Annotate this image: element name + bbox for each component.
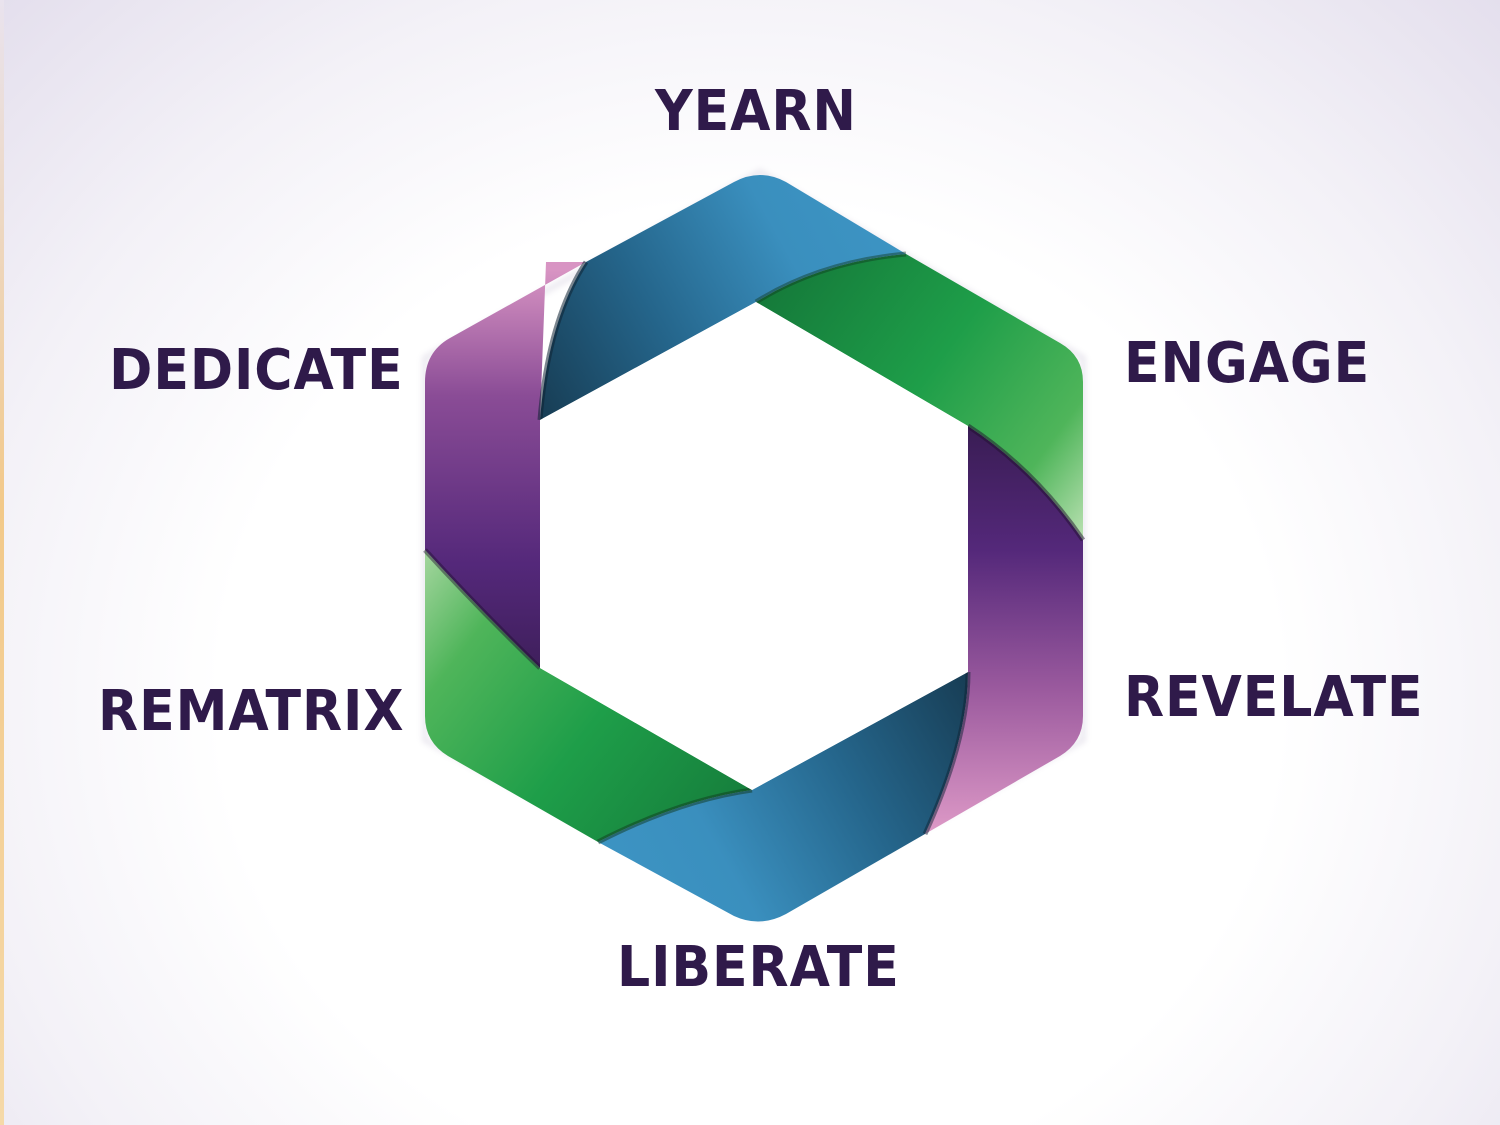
stage-label-lower-right: REVELATE: [1124, 665, 1424, 730]
hexagon-inner-space: [540, 302, 968, 790]
ribbon-segment-blue-bottom: [598, 672, 968, 922]
ribbon-segment-blue-top: [540, 175, 906, 420]
stage-label-upper-left: DEDICATE: [109, 338, 404, 403]
ribbon-segment-green-right: [756, 254, 1083, 540]
stage-label-top: YEARN: [655, 79, 857, 144]
left-edge-strip: [0, 0, 4, 1125]
ribbon-segment-green-left: [425, 550, 752, 842]
ribbon-segment-purple-left: [425, 262, 586, 668]
stage-label-lower-left: REMATRIX: [97, 679, 404, 744]
stage-label-bottom: LIBERATE: [617, 935, 900, 1000]
ribbon-segment-purple-right: [925, 426, 1083, 834]
stage-label-upper-right: ENGAGE: [1124, 331, 1371, 396]
